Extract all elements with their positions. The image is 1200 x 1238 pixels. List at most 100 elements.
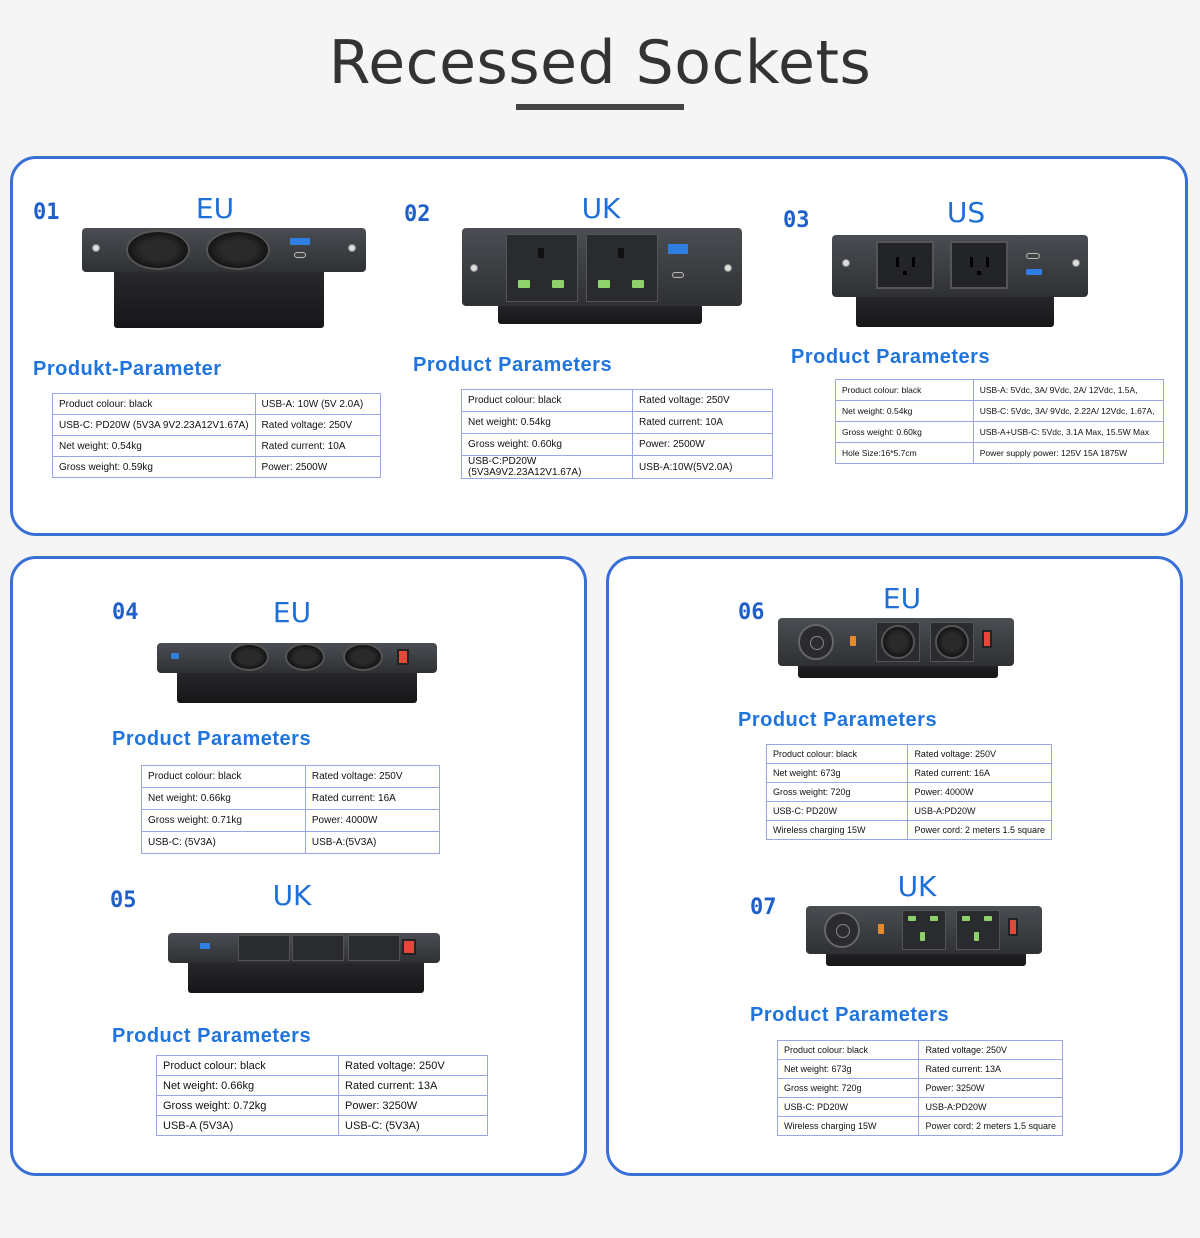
title-underline xyxy=(516,104,684,110)
socket-image-eu-3gang xyxy=(157,643,437,705)
spec-cell-left: Product colour: black xyxy=(52,393,256,415)
spec-cell-left: USB-C: (5V3A) xyxy=(141,831,306,854)
spec-cell-left: USB-C:PD20W (5V3A9V2.23A12V1.67A) xyxy=(460,455,634,479)
spec-cell-right: USB-A:PD20W xyxy=(918,1097,1063,1117)
spec-cell-left: USB-A (5V3A) xyxy=(155,1115,340,1136)
spec-cell-left: Product colour: black xyxy=(460,389,634,412)
spec-cell-right: Power: 2500W xyxy=(254,456,382,478)
params-title: Product Parameters xyxy=(112,1025,312,1047)
spec-cell-right: Rated current: 13A xyxy=(338,1075,488,1096)
spec-cell-left: Gross weight: 0.59kg xyxy=(52,456,256,478)
spec-cell-left: Net weight: 673g xyxy=(776,1059,920,1079)
spec-cell-left: Net weight: 0.54kg xyxy=(52,435,256,457)
spec-cell-right: USB-A:10W(5V2.0A) xyxy=(632,455,773,479)
spec-row: USB-C: (5V3A)USB-A:(5V3A) xyxy=(141,831,441,854)
spec-cell-right: USB-C: (5V3A) xyxy=(338,1115,488,1136)
spec-cell-left: Gross weight: 0.60kg xyxy=(460,433,634,456)
spec-cell-right: Rated voltage: 250V xyxy=(907,744,1052,764)
spec-cell-right: Power supply power: 125V 15A 1875W xyxy=(972,442,1165,464)
socket-image-eu-2gang xyxy=(82,228,366,330)
spec-cell-right: Rated voltage: 250V xyxy=(338,1055,488,1076)
spec-cell-right: Power: 4000W xyxy=(907,782,1052,802)
socket-image-uk-3gang xyxy=(168,933,440,995)
spec-cell-right: Power cord: 2 meters 1.5 square xyxy=(918,1116,1063,1136)
spec-cell-left: Gross weight: 720g xyxy=(776,1078,920,1098)
product-number: 05 xyxy=(110,888,137,913)
socket-image-uk-wireless xyxy=(806,906,1042,968)
spec-cell-right: Rated current: 13A xyxy=(918,1059,1063,1079)
spec-cell-left: USB-C: PD20W xyxy=(776,1097,920,1117)
spec-cell-right: Rated voltage: 250V xyxy=(918,1040,1063,1060)
spec-cell-left: USB-C: PD20W xyxy=(765,801,909,821)
spec-cell-right: Rated voltage: 250V xyxy=(254,414,382,436)
socket-image-us-2gang xyxy=(832,235,1088,329)
spec-cell-right: Power cord: 2 meters 1.5 square xyxy=(907,820,1052,840)
spec-cell-left: Product colour: black xyxy=(835,379,974,401)
params-title: Product Parameters xyxy=(750,1004,950,1026)
params-title: Produkt-Parameter xyxy=(33,358,222,380)
product-number: 03 xyxy=(783,208,810,233)
spec-cell-left: Net weight: 673g xyxy=(765,763,909,783)
spec-cell-left: Net weight: 0.54kg xyxy=(460,411,634,434)
spec-cell-right: USB-A: 5Vdc, 3A/ 9Vdc, 2A/ 12Vdc, 1.5A, xyxy=(972,379,1165,401)
product-region: EU xyxy=(882,582,922,615)
spec-cell-right: Power: 3250W xyxy=(338,1095,488,1116)
spec-cell-right: Rated current: 10A xyxy=(632,411,773,434)
product-number: 04 xyxy=(112,600,139,625)
params-title: Product Parameters xyxy=(791,346,991,368)
socket-image-uk-2gang xyxy=(462,228,742,326)
product-region: UK xyxy=(272,879,312,912)
params-title: Product Parameters xyxy=(738,709,938,731)
spec-cell-right: Power: 3250W xyxy=(918,1078,1063,1098)
product-number: 01 xyxy=(33,200,60,225)
spec-cell-left: Gross weight: 0.71kg xyxy=(141,809,306,832)
page-title: Recessed Sockets xyxy=(328,28,872,98)
spec-cell-left: Net weight: 0.54kg xyxy=(835,400,974,422)
spec-cell-right: Rated voltage: 250V xyxy=(304,765,441,788)
params-title: Product Parameters xyxy=(413,354,613,376)
spec-cell-left: USB-C: PD20W (5V3A 9V2.23A12V1.67A) xyxy=(52,414,256,436)
spec-row: USB-A (5V3A)USB-C: (5V3A) xyxy=(155,1115,488,1136)
spec-cell-left: Gross weight: 720g xyxy=(765,782,909,802)
product-number: 02 xyxy=(404,202,431,227)
product-number: 06 xyxy=(738,600,765,625)
spec-cell-left: Product colour: black xyxy=(141,765,306,788)
spec-cell-right: Power: 2500W xyxy=(632,433,773,456)
product-region: EU xyxy=(195,192,235,225)
product-region: US xyxy=(946,196,986,229)
spec-cell-left: Gross weight: 0.72kg xyxy=(155,1095,340,1116)
spec-cell-right: Rated current: 10A xyxy=(254,435,382,457)
spec-cell-right: Rated voltage: 250V xyxy=(632,389,773,412)
spec-cell-left: Net weight: 0.66kg xyxy=(155,1075,340,1096)
